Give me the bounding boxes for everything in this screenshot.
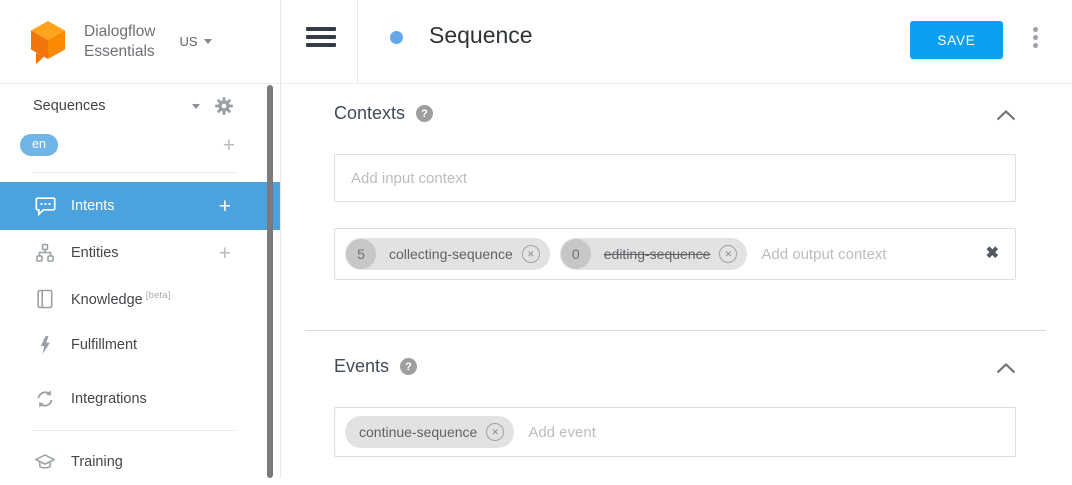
- divider: [357, 0, 358, 83]
- input-context-field[interactable]: [334, 154, 1016, 202]
- divider: [305, 330, 1046, 331]
- region-selector[interactable]: US: [180, 34, 212, 49]
- divider: [33, 172, 236, 173]
- more-vert-icon[interactable]: [1028, 27, 1042, 51]
- sidebar-item-label: Training: [71, 454, 123, 470]
- dialogflow-logo-icon: [31, 20, 65, 64]
- beta-tag: [beta]: [145, 290, 171, 302]
- add-intent-button[interactable]: +: [218, 194, 231, 218]
- remove-chip-icon[interactable]: ✕: [521, 245, 540, 263]
- menu-icon[interactable]: [306, 27, 336, 47]
- sidebar-item-label: Entities: [71, 245, 119, 261]
- language-row: en +: [0, 130, 280, 160]
- output-context-chip[interactable]: 0 editing-sequence ✕: [559, 238, 748, 270]
- brand-header: Dialogflow Essentials US: [0, 0, 280, 84]
- context-lifespan-badge: 0: [560, 239, 591, 269]
- agent-selector[interactable]: Sequences: [0, 91, 280, 121]
- sidebar-item-training[interactable]: Training: [0, 439, 280, 485]
- sidebar-item-label: Intents: [71, 198, 115, 214]
- events-field[interactable]: continue-sequence ✕: [334, 407, 1016, 457]
- sidebar-item-knowledge[interactable]: Knowledge[beta]: [0, 276, 280, 322]
- chat-bubble-icon: [34, 196, 56, 216]
- sidebar-nav: Intents + Entities +: [0, 182, 280, 485]
- events-section: Events ? continue-sequence ✕: [305, 356, 1046, 457]
- intent-editor: Contexts ? 5 collecting-sequence ✕: [281, 84, 1072, 478]
- brand-name: Dialogflow Essentials: [84, 23, 156, 60]
- entities-tree-icon: [34, 243, 56, 263]
- add-entity-button[interactable]: +: [218, 241, 231, 265]
- main-header: Sequence SAVE: [281, 0, 1072, 84]
- save-button[interactable]: SAVE: [910, 21, 1003, 59]
- contexts-collapse-button[interactable]: [996, 110, 1016, 121]
- remove-chip-icon[interactable]: ✕: [486, 423, 505, 441]
- language-badge-en[interactable]: en: [20, 134, 58, 156]
- sidebar-scrollbar[interactable]: [267, 85, 273, 478]
- event-chip[interactable]: continue-sequence ✕: [345, 416, 515, 448]
- sidebar-item-entities[interactable]: Entities +: [0, 230, 280, 276]
- caret-down-icon[interactable]: [192, 103, 200, 109]
- add-event-input[interactable]: [528, 423, 999, 441]
- help-circle-icon[interactable]: ?: [400, 358, 418, 375]
- sidebar-item-intents[interactable]: Intents +: [0, 182, 280, 230]
- lightning-icon: [34, 335, 56, 355]
- sidebar-item-integrations[interactable]: Integrations: [0, 376, 280, 422]
- divider: [33, 430, 236, 431]
- intent-status-dot: [390, 31, 403, 44]
- gear-icon: [215, 97, 233, 115]
- help-circle-icon[interactable]: ?: [416, 105, 434, 122]
- graduation-cap-icon: [34, 453, 56, 471]
- add-language-button[interactable]: +: [222, 133, 235, 157]
- chip-label: continue-sequence: [359, 424, 478, 440]
- contexts-heading: Contexts: [334, 103, 406, 123]
- region-label: US: [179, 34, 198, 49]
- chevron-up-icon: [996, 363, 1016, 374]
- page-title: Sequence: [429, 22, 533, 48]
- agent-settings-button[interactable]: [214, 96, 234, 116]
- output-context-chip[interactable]: 5 collecting-sequence ✕: [345, 238, 550, 270]
- contexts-section: Contexts ? 5 collecting-sequence ✕: [305, 103, 1046, 280]
- sync-icon: [34, 389, 56, 409]
- agent-name: Sequences: [33, 98, 106, 114]
- context-lifespan-badge: 5: [346, 239, 376, 269]
- output-context-field[interactable]: 5 collecting-sequence ✕ 0 editing-sequen…: [334, 228, 1016, 280]
- events-heading: Events: [334, 356, 390, 376]
- sidebar: Dialogflow Essentials US Sequences: [0, 0, 281, 478]
- sidebar-item-label: Knowledge[beta]: [71, 290, 171, 308]
- sidebar-item-label: Integrations: [71, 391, 147, 407]
- book-icon: [34, 289, 56, 309]
- output-context-input[interactable]: [761, 245, 976, 263]
- sidebar-item-label: Fulfillment: [71, 337, 138, 353]
- remove-chip-icon[interactable]: ✕: [719, 245, 738, 263]
- events-collapse-button[interactable]: [996, 363, 1016, 374]
- sidebar-item-fulfillment[interactable]: Fulfillment: [0, 322, 280, 368]
- chevron-up-icon: [996, 110, 1016, 121]
- chip-label: collecting-sequence: [389, 246, 513, 262]
- chip-label: editing-sequence: [603, 246, 711, 262]
- clear-contexts-icon[interactable]: ✖: [985, 245, 999, 262]
- caret-down-icon: [203, 39, 212, 44]
